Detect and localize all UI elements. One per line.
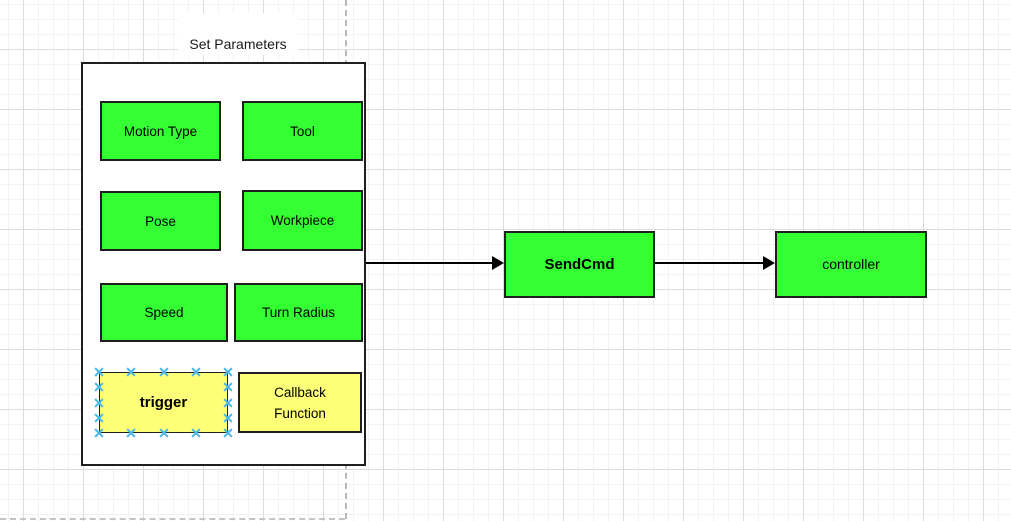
node-label: Speed: [144, 305, 184, 320]
node-turn-radius[interactable]: Turn Radius: [234, 283, 363, 342]
node-motion-type[interactable]: Motion Type: [100, 101, 221, 161]
node-label: Callback Function: [274, 384, 326, 421]
arrowhead-icon: [763, 256, 775, 270]
node-label: Pose: [145, 213, 176, 229]
node-label: SendCmd: [544, 256, 615, 273]
node-label: Motion Type: [123, 123, 198, 139]
node-workpiece[interactable]: Workpiece: [242, 190, 363, 251]
node-label: Turn Radius: [261, 305, 336, 320]
set-parameters-group[interactable]: Motion Type Tool Pose Workpiece Speed Tu…: [81, 62, 366, 466]
node-label: controller: [822, 256, 880, 272]
node-callback-function[interactable]: Callback Function: [238, 372, 362, 433]
edge-setparameters-to-sendcmd[interactable]: [366, 262, 493, 264]
node-trigger[interactable]: trigger: [99, 372, 228, 433]
node-label: Workpiece: [270, 213, 335, 228]
node-sendcmd[interactable]: SendCmd: [504, 231, 655, 298]
node-label: Tool: [290, 123, 315, 139]
node-pose[interactable]: Pose: [100, 191, 221, 251]
arrowhead-icon: [492, 256, 504, 270]
edge-sendcmd-to-controller[interactable]: [655, 262, 764, 264]
node-tool[interactable]: Tool: [242, 101, 363, 161]
page-break-horizontal: [0, 518, 345, 520]
node-label: trigger: [139, 394, 188, 411]
group-title-background: [178, 13, 298, 55]
node-speed[interactable]: Speed: [100, 283, 228, 342]
group-title[interactable]: Set Parameters: [189, 36, 287, 52]
node-controller[interactable]: controller: [775, 231, 927, 298]
